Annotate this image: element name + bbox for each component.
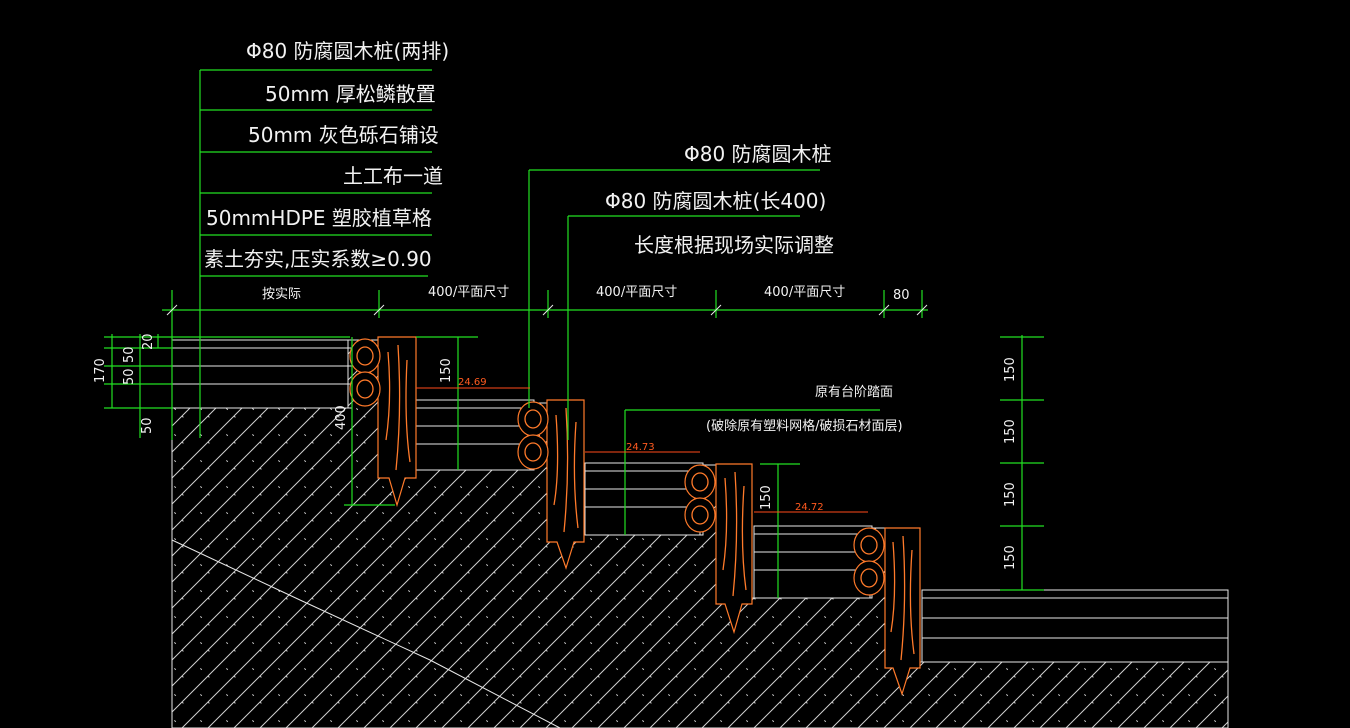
- note-existing-surface: 原有台阶踏面: [815, 385, 893, 400]
- left-dimensions: 170 20 50 50 50 400: [93, 333, 395, 506]
- right-callout-line-1: Φ80 防腐圆木桩: [684, 142, 832, 166]
- timber-piles: [349, 336, 921, 696]
- left-callout-row-6: 素土夯实,压实系数≥0.90: [204, 247, 432, 271]
- dim-left-layer-1: 20: [141, 333, 156, 350]
- dim-right-1: 150: [1003, 357, 1018, 382]
- ground-edge: [171, 539, 561, 728]
- left-callout: Φ80 防腐圆木桩(两排) 50mm 厚松鳞散置 50mm 灰色砾石铺设 土工布…: [199, 39, 449, 438]
- rise-dimensions: 150 150: [416, 336, 880, 598]
- left-callout-row-3: 50mm 灰色砾石铺设: [248, 123, 439, 147]
- dim-left-layer-4: 50: [140, 417, 155, 434]
- dim-left-layer-2: 50: [122, 346, 137, 363]
- dim-left-total: 170: [93, 358, 108, 383]
- left-callout-row-5: 50mmHDPE 塑胶植草格: [206, 206, 432, 230]
- dim-top-5: 80: [893, 288, 910, 303]
- slope-dimensions: 24.69 24.73 24.72: [416, 377, 868, 513]
- dim-rise-a: 150: [439, 358, 454, 383]
- right-callout-line-3: 长度根据现场实际调整: [634, 233, 834, 257]
- dim-top-3: 400/平面尺寸: [596, 285, 677, 300]
- dim-top-1: 按实际: [262, 287, 301, 302]
- dim-right-4: 150: [1003, 545, 1018, 570]
- top-dimension: 按实际 400/平面尺寸 400/平面尺寸 400/平面尺寸 80: [162, 285, 928, 440]
- right-callout-line-2: Φ80 防腐圆木桩(长400): [605, 189, 826, 213]
- dim-right-2: 150: [1003, 419, 1018, 444]
- soil-hatch: [171, 339, 1229, 728]
- note-remove: (破除原有塑料网格/破损石材面层): [706, 418, 903, 434]
- dim-rise-b: 150: [759, 485, 774, 510]
- dim-pile-length: 400: [334, 405, 349, 430]
- dim-slope-3: 24.72: [795, 502, 824, 513]
- dim-top-2: 400/平面尺寸: [428, 285, 509, 300]
- left-callout-row-2: 50mm 厚松鳞散置: [265, 82, 436, 106]
- dim-slope-2: 24.73: [626, 442, 655, 453]
- dim-left-layer-3: 50: [122, 368, 137, 385]
- dim-slope-1: 24.69: [458, 377, 487, 388]
- dim-right-3: 150: [1003, 482, 1018, 507]
- dim-top-4: 400/平面尺寸: [764, 285, 845, 300]
- left-callout-row-4: 土工布一道: [343, 164, 443, 188]
- right-callout: Φ80 防腐圆木桩 Φ80 防腐圆木桩(长400) 长度根据现场实际调整: [528, 142, 834, 440]
- left-callout-row-1: Φ80 防腐圆木桩(两排): [246, 39, 449, 63]
- right-dimensions: 150 150 150 150: [1000, 335, 1044, 591]
